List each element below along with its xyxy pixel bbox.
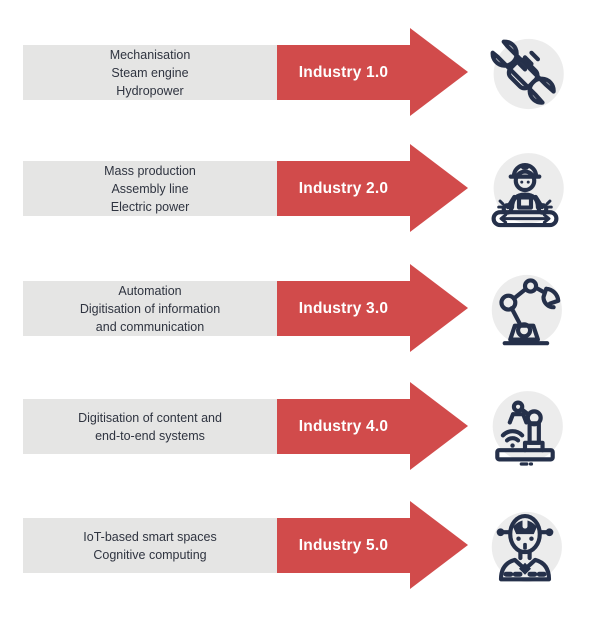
- description-box: IoT-based smart spaces Cognitive computi…: [23, 518, 277, 573]
- description-line: and communication: [95, 319, 205, 334]
- industry-row-5: IoT-based smart spaces Cognitive computi…: [0, 501, 600, 589]
- industry-row-2: Mass production Assembly line Electric p…: [0, 144, 600, 232]
- arrow-label: Industry 1.0: [298, 63, 389, 81]
- description-line: Digitisation of content and: [78, 410, 222, 425]
- arrow-head: [410, 144, 468, 232]
- arrow-head: [410, 28, 468, 116]
- industry-arrow: Industry 5.0: [277, 518, 410, 573]
- description-box: Mass production Assembly line Electric p…: [23, 161, 277, 216]
- description-box: Automation Digitisation of information a…: [23, 281, 277, 336]
- description-line: Electric power: [110, 199, 190, 214]
- description-line: Steam engine: [111, 65, 189, 80]
- description-line: end-to-end systems: [95, 428, 205, 443]
- arrow-head: [410, 382, 468, 470]
- humanoid-robot-icon: [477, 499, 573, 595]
- industry-arrow: Industry 3.0: [277, 281, 410, 336]
- description-box: Mechanisation Steam engine Hydropower: [23, 45, 277, 100]
- robot-arm-icon: [477, 262, 573, 358]
- industry-arrow: Industry 2.0: [277, 161, 410, 216]
- industry-arrow: Industry 1.0: [277, 45, 410, 100]
- arrow-label: Industry 5.0: [298, 536, 389, 554]
- description-box: Digitisation of content and end-to-end s…: [23, 399, 277, 454]
- description-line: IoT-based smart spaces: [83, 529, 217, 544]
- description-line: Cognitive computing: [93, 547, 207, 562]
- description-line: Automation: [118, 283, 182, 298]
- factory-worker-conveyor-icon: [477, 142, 573, 238]
- arrow-head: [410, 501, 468, 589]
- arrow-label: Industry 4.0: [298, 417, 389, 435]
- industry-row-3: Automation Digitisation of information a…: [0, 264, 600, 352]
- description-line: Digitisation of information: [79, 301, 221, 316]
- hand-holding-wrench-icon: [477, 26, 573, 122]
- industry-arrow: Industry 4.0: [277, 399, 410, 454]
- arrow-label: Industry 3.0: [298, 299, 389, 317]
- description-line: Mechanisation: [109, 47, 191, 62]
- industry-row-1: Mechanisation Steam engine Hydropower In…: [0, 28, 600, 116]
- connected-robot-arm-wifi-icon: [477, 380, 573, 476]
- description-line: Mass production: [104, 163, 196, 178]
- arrow-label: Industry 2.0: [298, 179, 389, 197]
- industry-row-4: Digitisation of content and end-to-end s…: [0, 382, 600, 470]
- description-line: Assembly line: [111, 181, 189, 196]
- arrow-head: [410, 264, 468, 352]
- description-line: Hydropower: [116, 83, 184, 98]
